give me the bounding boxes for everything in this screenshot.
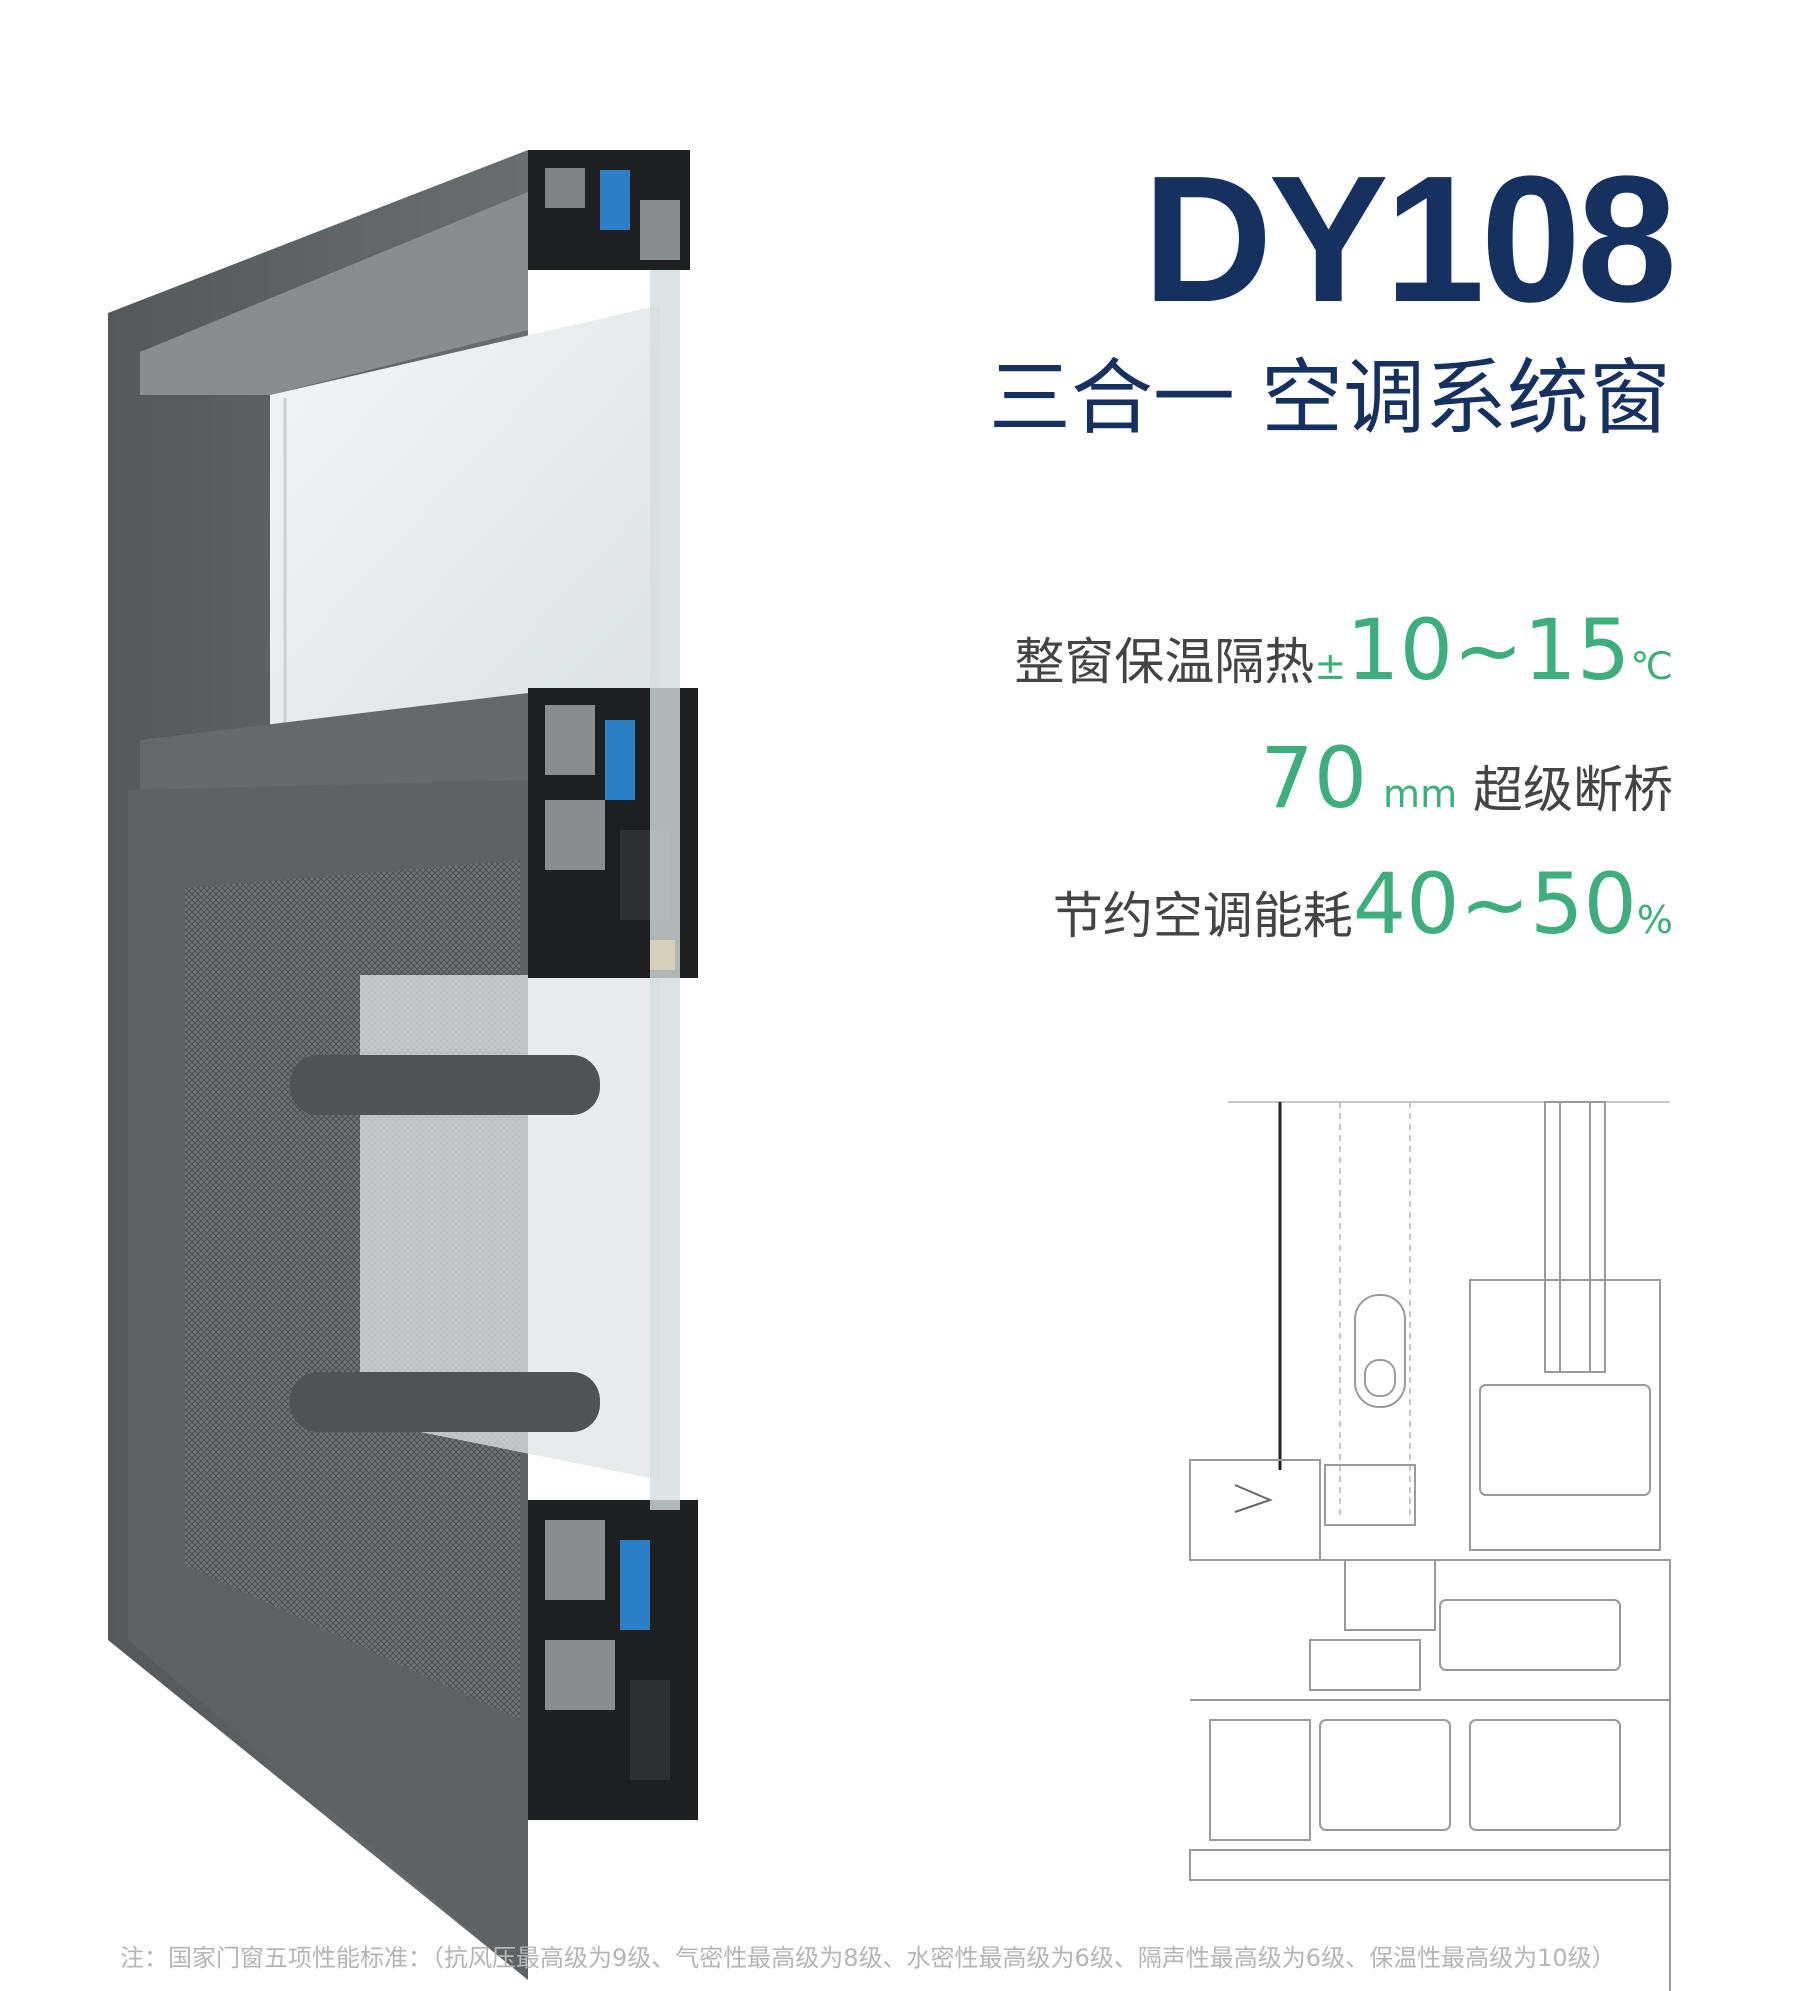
spec-insulation: 整窗保温隔热±10~15℃	[1014, 608, 1673, 692]
spec-thermal-break-value: 70	[1260, 729, 1368, 827]
profile-section-bottom	[528, 1500, 698, 1820]
product-model: DY108	[1142, 139, 1677, 340]
spec-insulation-value: 10~15	[1346, 601, 1631, 699]
window-render	[108, 150, 698, 1980]
spec-energy-saving-value: 40~50	[1352, 855, 1637, 953]
footnote: 注：国家门窗五项性能标准：（抗风压最高级为9级、气密性最高级为8级、水密性最高级…	[120, 1944, 1616, 1972]
spec-energy-saving-label: 节约空调能耗	[1052, 887, 1353, 945]
transom	[140, 693, 528, 790]
spec-energy-saving-unit: %	[1636, 898, 1673, 942]
product-subtitle: 三合一 空调系统窗	[988, 351, 1671, 446]
spec-thermal-break-label: 超级断桥	[1473, 761, 1673, 819]
spec-insulation-label: 整窗保温隔热	[1014, 633, 1315, 691]
top-reveal	[140, 192, 528, 395]
spec-insulation-unit: ℃	[1630, 644, 1673, 688]
spec-thermal-break: 70 mm 超级断桥	[1260, 736, 1673, 820]
upper-glass	[270, 305, 660, 730]
profile-section-top	[528, 150, 690, 270]
cross-section-drawing	[1189, 1101, 1671, 1991]
grille-bar-lower	[290, 1372, 600, 1432]
spec-insulation-prefix: ±	[1314, 644, 1347, 688]
spec-energy-saving: 节约空调能耗40~50%	[1053, 862, 1673, 946]
glass-edge	[650, 270, 680, 1510]
grille-bar-upper	[290, 1055, 600, 1115]
spec-thermal-break-unit: mm	[1383, 772, 1458, 816]
